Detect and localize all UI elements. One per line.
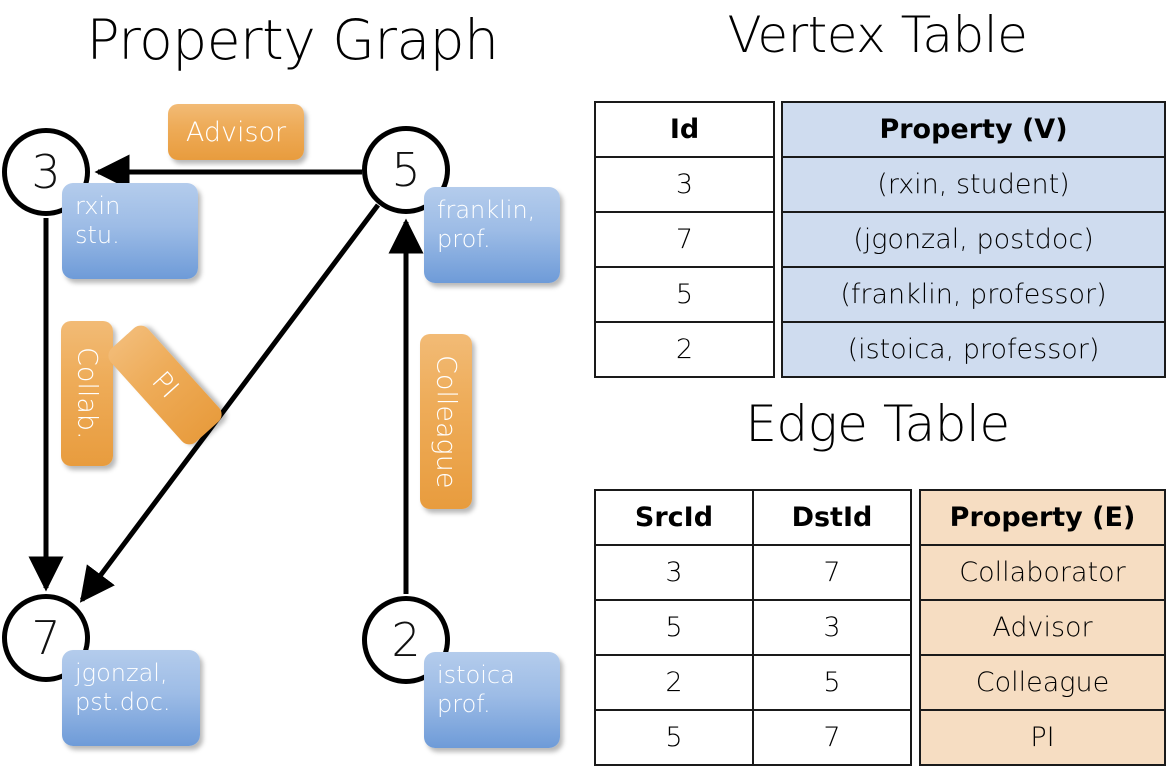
table-row: (istoica, professor) xyxy=(781,321,1166,378)
graph-node-5-label: 5 xyxy=(391,143,421,197)
edge-label-colleague: Colleague xyxy=(420,334,472,509)
node-property-box-jgonzal: jgonzal, pst.doc. xyxy=(62,650,200,746)
table-row: (franklin, professor) xyxy=(781,266,1166,323)
table-row: (rxin, student) xyxy=(781,156,1166,213)
table-header-row: SrcId DstId xyxy=(594,489,913,546)
edge-line-5-to-7 xyxy=(79,203,381,603)
table-row: 7 xyxy=(594,211,775,268)
table-row: (jgonzal, postdoc) xyxy=(781,211,1166,268)
table-row: 3 xyxy=(594,156,775,213)
edge-dst-cell: 7 xyxy=(751,709,913,766)
edge-property-cell: PI xyxy=(919,709,1166,766)
vertex-id-cell: 7 xyxy=(594,211,775,268)
table-row: 5 7 xyxy=(594,709,913,766)
vertex-id-cell: 5 xyxy=(594,266,775,323)
page-title-edge-table: Edge Table xyxy=(745,395,1010,453)
vertex-property-cell: (jgonzal, postdoc) xyxy=(781,211,1166,268)
edge-src-cell: 5 xyxy=(594,599,754,656)
edge-dst-cell: 7 xyxy=(751,544,913,601)
graph-node-2[interactable]: 2 xyxy=(362,596,450,684)
table-row: Colleague xyxy=(919,654,1166,711)
edge-table-property-column: Property (E) Collaborator Advisor Collea… xyxy=(919,489,1166,766)
table-row: PI xyxy=(919,709,1166,766)
edge-label-colleague-text: Colleague xyxy=(430,354,462,489)
edge-dst-cell: 5 xyxy=(751,654,913,711)
edge-property-cell: Collaborator xyxy=(919,544,1166,601)
vertex-property-cell: (rxin, student) xyxy=(781,156,1166,213)
edge-label-collab-text: Collab. xyxy=(71,347,103,440)
graph-node-3-label: 3 xyxy=(31,145,61,199)
vertex-property-cell: (franklin, professor) xyxy=(781,266,1166,323)
table-row: 2 5 xyxy=(594,654,913,711)
table-row: Collaborator xyxy=(919,544,1166,601)
edge-src-cell: 5 xyxy=(594,709,754,766)
graph-node-5[interactable]: 5 xyxy=(362,126,450,214)
table-header-row: Property (V) xyxy=(781,101,1166,158)
graph-node-2-label: 2 xyxy=(391,613,421,667)
column-header-property-v: Property (V) xyxy=(781,101,1166,158)
edge-label-advisor-text: Advisor xyxy=(185,116,287,148)
node-property-box-rxin: rxin stu. xyxy=(62,183,198,279)
vertex-id-cell: 2 xyxy=(594,321,775,378)
vertex-table-id-column: Id 3 7 5 2 xyxy=(594,101,775,378)
table-row: 3 7 xyxy=(594,544,913,601)
edge-src-cell: 3 xyxy=(594,544,754,601)
edge-property-cell: Advisor xyxy=(919,599,1166,656)
edge-property-cell: Colleague xyxy=(919,654,1166,711)
table-row: 5 3 xyxy=(594,599,913,656)
property-graph-diagram: 3 5 7 2 rxin stu. franklin, prof. jgonza… xyxy=(0,0,585,760)
page-title-vertex-table: Vertex Table xyxy=(727,6,1028,64)
edge-label-advisor: Advisor xyxy=(168,104,304,160)
vertex-property-cell: (istoica, professor) xyxy=(781,321,1166,378)
edge-table-src-dst-columns: SrcId DstId 3 7 5 3 2 5 5 7 xyxy=(594,489,913,766)
column-header-dstid: DstId xyxy=(751,489,913,546)
column-header-srcid: SrcId xyxy=(594,489,754,546)
table-header-row: Property (E) xyxy=(919,489,1166,546)
edge-label-collab: Collab. xyxy=(61,321,113,466)
page-title-property-graph: Property Graph xyxy=(86,8,499,72)
graph-edge-lines xyxy=(28,154,424,603)
vertex-table-property-column: Property (V) (rxin, student) (jgonzal, p… xyxy=(781,101,1166,378)
edge-label-pi-text: PI xyxy=(145,365,185,405)
table-header-row: Id xyxy=(594,101,775,158)
edge-src-cell: 2 xyxy=(594,654,754,711)
table-row: 5 xyxy=(594,266,775,323)
edge-dst-cell: 3 xyxy=(751,599,913,656)
column-header-property-e: Property (E) xyxy=(919,489,1166,546)
vertex-id-cell: 3 xyxy=(594,156,775,213)
graph-node-7-label: 7 xyxy=(31,611,61,665)
column-header-id: Id xyxy=(594,101,775,158)
table-row: 2 xyxy=(594,321,775,378)
node-property-box-franklin: franklin, prof. xyxy=(424,187,560,283)
node-property-box-istoica: istoica prof. xyxy=(424,652,560,748)
table-row: Advisor xyxy=(919,599,1166,656)
